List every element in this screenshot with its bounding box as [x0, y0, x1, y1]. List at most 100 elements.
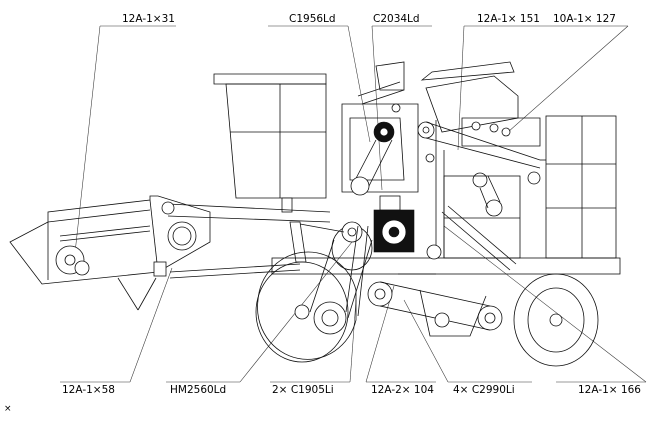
- header-top-rail: [47, 209, 151, 223]
- leader-12a-1x31: [73, 25, 101, 263]
- drive-pulley-upper-hub: [347, 227, 357, 237]
- feeder-bottom: [169, 263, 301, 273]
- header-unit: [9, 195, 211, 311]
- label-12a-1x31: 12A-1×31: [122, 13, 175, 25]
- feeder: [161, 201, 331, 279]
- c2990-pulley-left-hub: [374, 288, 386, 300]
- header-frame: [9, 195, 211, 285]
- long-belts: [299, 205, 517, 271]
- thresher-housing: [341, 103, 419, 193]
- wheel-drive-pulley: [313, 301, 347, 335]
- label-c1956ld: C1956Ld: [289, 13, 336, 25]
- cab-post: [281, 197, 293, 213]
- header-drive-pulley: [167, 221, 197, 251]
- label-hm2560ld: HM2560Ld: [170, 384, 226, 396]
- c2034-belt: [425, 121, 541, 161]
- thresher-chute-2: [361, 89, 405, 105]
- bin-outline: [545, 115, 617, 259]
- rear-wheel-tire: [513, 273, 599, 367]
- cleaning-unit: [417, 61, 541, 259]
- 12a-1x166-chain: [441, 211, 511, 271]
- leader-12a-1x58: [129, 267, 173, 383]
- label-c2034ld: C2034Ld: [373, 13, 420, 25]
- cab-roof: [213, 73, 327, 85]
- front-wheel-fender: [257, 251, 357, 360]
- sieve-roller-2: [489, 123, 499, 133]
- leader-12a-1x166: [443, 225, 647, 383]
- cleaning-hood-top: [420, 61, 515, 81]
- right-idler: [527, 171, 541, 185]
- engine-hub: [388, 226, 400, 238]
- sieve-roller-3: [501, 127, 511, 137]
- header-reel-hub: [64, 254, 76, 266]
- thresher-top-pulley-hub: [379, 127, 389, 137]
- front-wheel-hub: [294, 304, 310, 320]
- label-12a-1x166: 12A-1× 166: [578, 384, 641, 396]
- feeder-top-belt-2: [167, 215, 331, 223]
- gearbox-housing: [419, 289, 487, 337]
- c1905-belt: [309, 239, 373, 319]
- header-cutter-bar-2: [59, 230, 151, 242]
- wheel-drive-pulley-inner: [321, 309, 339, 327]
- leader-lines: [73, 25, 647, 383]
- label-10a-1x127: 10A-1× 127: [553, 13, 616, 25]
- auger-pulley: [485, 199, 503, 217]
- idler-small: [425, 153, 435, 163]
- wheels: [255, 251, 599, 367]
- engine-side-pulley: [426, 244, 442, 260]
- leader-c1956ld: [347, 25, 371, 143]
- gearbox-pulley: [434, 312, 450, 328]
- label-12a-1x58: 12A-1×58: [62, 384, 115, 396]
- header-sprocket: [74, 260, 90, 276]
- thresher-lower-pulley: [350, 176, 370, 196]
- c2990-pulley-right: [477, 305, 503, 331]
- chassis-beam: [271, 257, 621, 275]
- c2034-pulley-hub: [422, 126, 430, 134]
- auger-belt: [479, 175, 501, 209]
- thresher-inner: [349, 117, 405, 181]
- front-wheel-tire: [255, 261, 349, 363]
- cab-body: [225, 83, 327, 199]
- label-12a-1x151: 12A-1× 151: [477, 13, 540, 25]
- drivetrain: [367, 273, 503, 337]
- fan-pulley: [472, 172, 488, 188]
- drive-pulley-upper: [341, 221, 363, 243]
- feeder-top-belt: [167, 203, 331, 213]
- cab-unit: [213, 73, 327, 213]
- 12a-1x166-chain-2: [447, 205, 517, 265]
- rear-wheel-rim: [527, 287, 585, 353]
- thresher-chute: [357, 81, 401, 97]
- header-side: [149, 199, 159, 273]
- c2034-belt-2: [425, 137, 541, 169]
- feeder-to-drive: [299, 223, 345, 233]
- header-drive-pulley-inner: [172, 226, 192, 246]
- feeder-bottom-2: [169, 269, 301, 279]
- engine-head: [379, 195, 401, 211]
- label-2x-c1905li: 2× C1905Li: [272, 384, 334, 396]
- left-drive: [309, 221, 373, 335]
- grain-bin: [540, 115, 617, 259]
- feeder-strut: [289, 221, 307, 263]
- leader-4x-c2990li: [403, 299, 449, 383]
- leader-c2034ld: [371, 25, 383, 191]
- labels: 12A-1×31 C1956Ld C2034Ld 12A-1× 151 10A-…: [4, 13, 646, 414]
- header-cutter-bar: [59, 225, 151, 237]
- cleaning-hood: [425, 75, 519, 133]
- label-12a-2x104: 12A-2× 104: [371, 384, 434, 396]
- leader-12a-1x151: [457, 25, 465, 151]
- c2034-pulley: [417, 121, 435, 139]
- c2990-belt-top: [379, 281, 491, 307]
- sieve-box: [461, 117, 541, 147]
- corner-mark: ×: [4, 404, 12, 414]
- thresher-hopper: [375, 61, 405, 91]
- leader-2x-c1905li: [349, 299, 357, 383]
- feeder-idler: [161, 201, 175, 215]
- label-4x-c2990li: 4× C2990Li: [453, 384, 515, 396]
- grain-box: [443, 175, 521, 259]
- header-skid: [117, 277, 139, 311]
- leader-10a-1x127: [507, 25, 629, 133]
- rear-wheel-hub: [549, 313, 563, 327]
- c2990-pulley-left: [367, 281, 393, 307]
- header-bracket: [153, 261, 167, 277]
